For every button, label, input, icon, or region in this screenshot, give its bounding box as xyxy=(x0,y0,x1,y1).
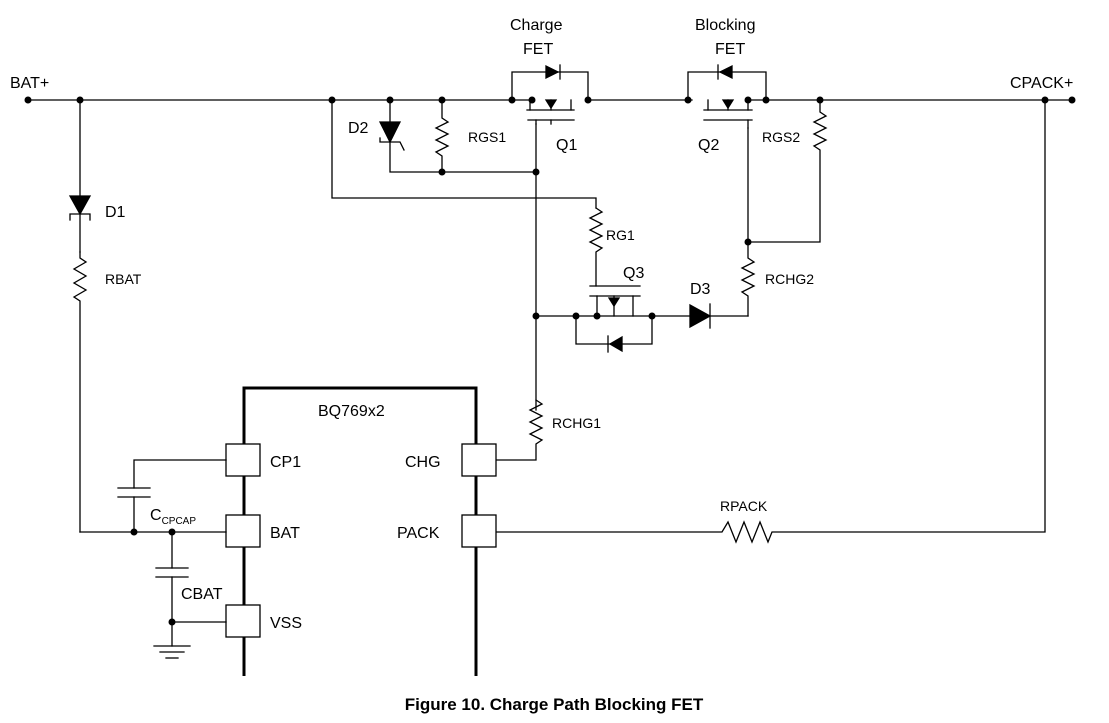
pin-pack-label: PACK xyxy=(397,525,440,542)
rgs1-resistor xyxy=(434,99,450,173)
rchg1-resistor xyxy=(495,399,544,461)
q3-label: Q3 xyxy=(623,265,644,282)
pin-vss-label: VSS xyxy=(270,615,302,632)
pin-bat-label: BAT xyxy=(270,525,300,542)
cbat-capacitor xyxy=(155,531,227,623)
blocking-fet-line1: Blocking xyxy=(695,17,755,34)
rchg2-label: RCHG2 xyxy=(765,271,814,287)
cbat-label: CBAT xyxy=(181,586,223,603)
rbat-label: RBAT xyxy=(105,271,142,287)
q2-label: Q2 xyxy=(698,137,719,154)
cpack-plus-label: CPACK+ xyxy=(1010,75,1073,92)
ground-icon xyxy=(153,621,191,659)
bat-plus-label: BAT+ xyxy=(10,75,49,92)
d3-label: D3 xyxy=(690,281,711,298)
d3-diode xyxy=(651,303,749,329)
d1-label: D1 xyxy=(105,204,126,221)
rchg1-label: RCHG1 xyxy=(552,415,601,431)
q1-label: Q1 xyxy=(556,137,577,154)
charge-fet-line2: FET xyxy=(523,41,553,58)
rg1-wire xyxy=(331,99,597,209)
d2-label: D2 xyxy=(348,120,369,137)
rgs1-label: RGS1 xyxy=(468,129,506,145)
rchg2-resistor xyxy=(740,127,756,317)
rgs2-label: RGS2 xyxy=(762,129,800,145)
bat-plus-terminal xyxy=(24,96,32,104)
rg1-label: RG1 xyxy=(606,227,635,243)
pin-pack xyxy=(461,514,497,548)
blocking-fet-line2: FET xyxy=(715,41,745,58)
rpack-resistor xyxy=(495,99,1046,544)
cpack-plus-terminal xyxy=(1068,96,1076,104)
pin-cp1 xyxy=(225,443,261,477)
pin-chg xyxy=(461,443,497,477)
charge-fet-q1 xyxy=(511,64,589,125)
pin-vss xyxy=(225,604,261,638)
pin-bat xyxy=(225,514,261,548)
rpack-label: RPACK xyxy=(720,498,768,514)
q3-transistor xyxy=(535,285,653,353)
figure-caption: Figure 10. Charge Path Blocking FET xyxy=(405,695,704,714)
rgs2-resistor xyxy=(747,99,828,243)
pin-cp1-label: CP1 xyxy=(270,454,301,471)
ic-name: BQ769x2 xyxy=(318,403,385,420)
blocking-fet-q2 xyxy=(687,64,767,129)
d1-diode xyxy=(68,99,92,253)
charge-fet-line1: Charge xyxy=(510,17,563,34)
rg1-resistor xyxy=(588,207,604,287)
rbat-resistor xyxy=(72,251,88,533)
pin-chg-label: CHG xyxy=(405,454,441,471)
d2-zener xyxy=(378,99,537,173)
ccpcap-label: CCPCAP xyxy=(150,507,196,527)
ccpcap-capacitor xyxy=(117,459,227,533)
